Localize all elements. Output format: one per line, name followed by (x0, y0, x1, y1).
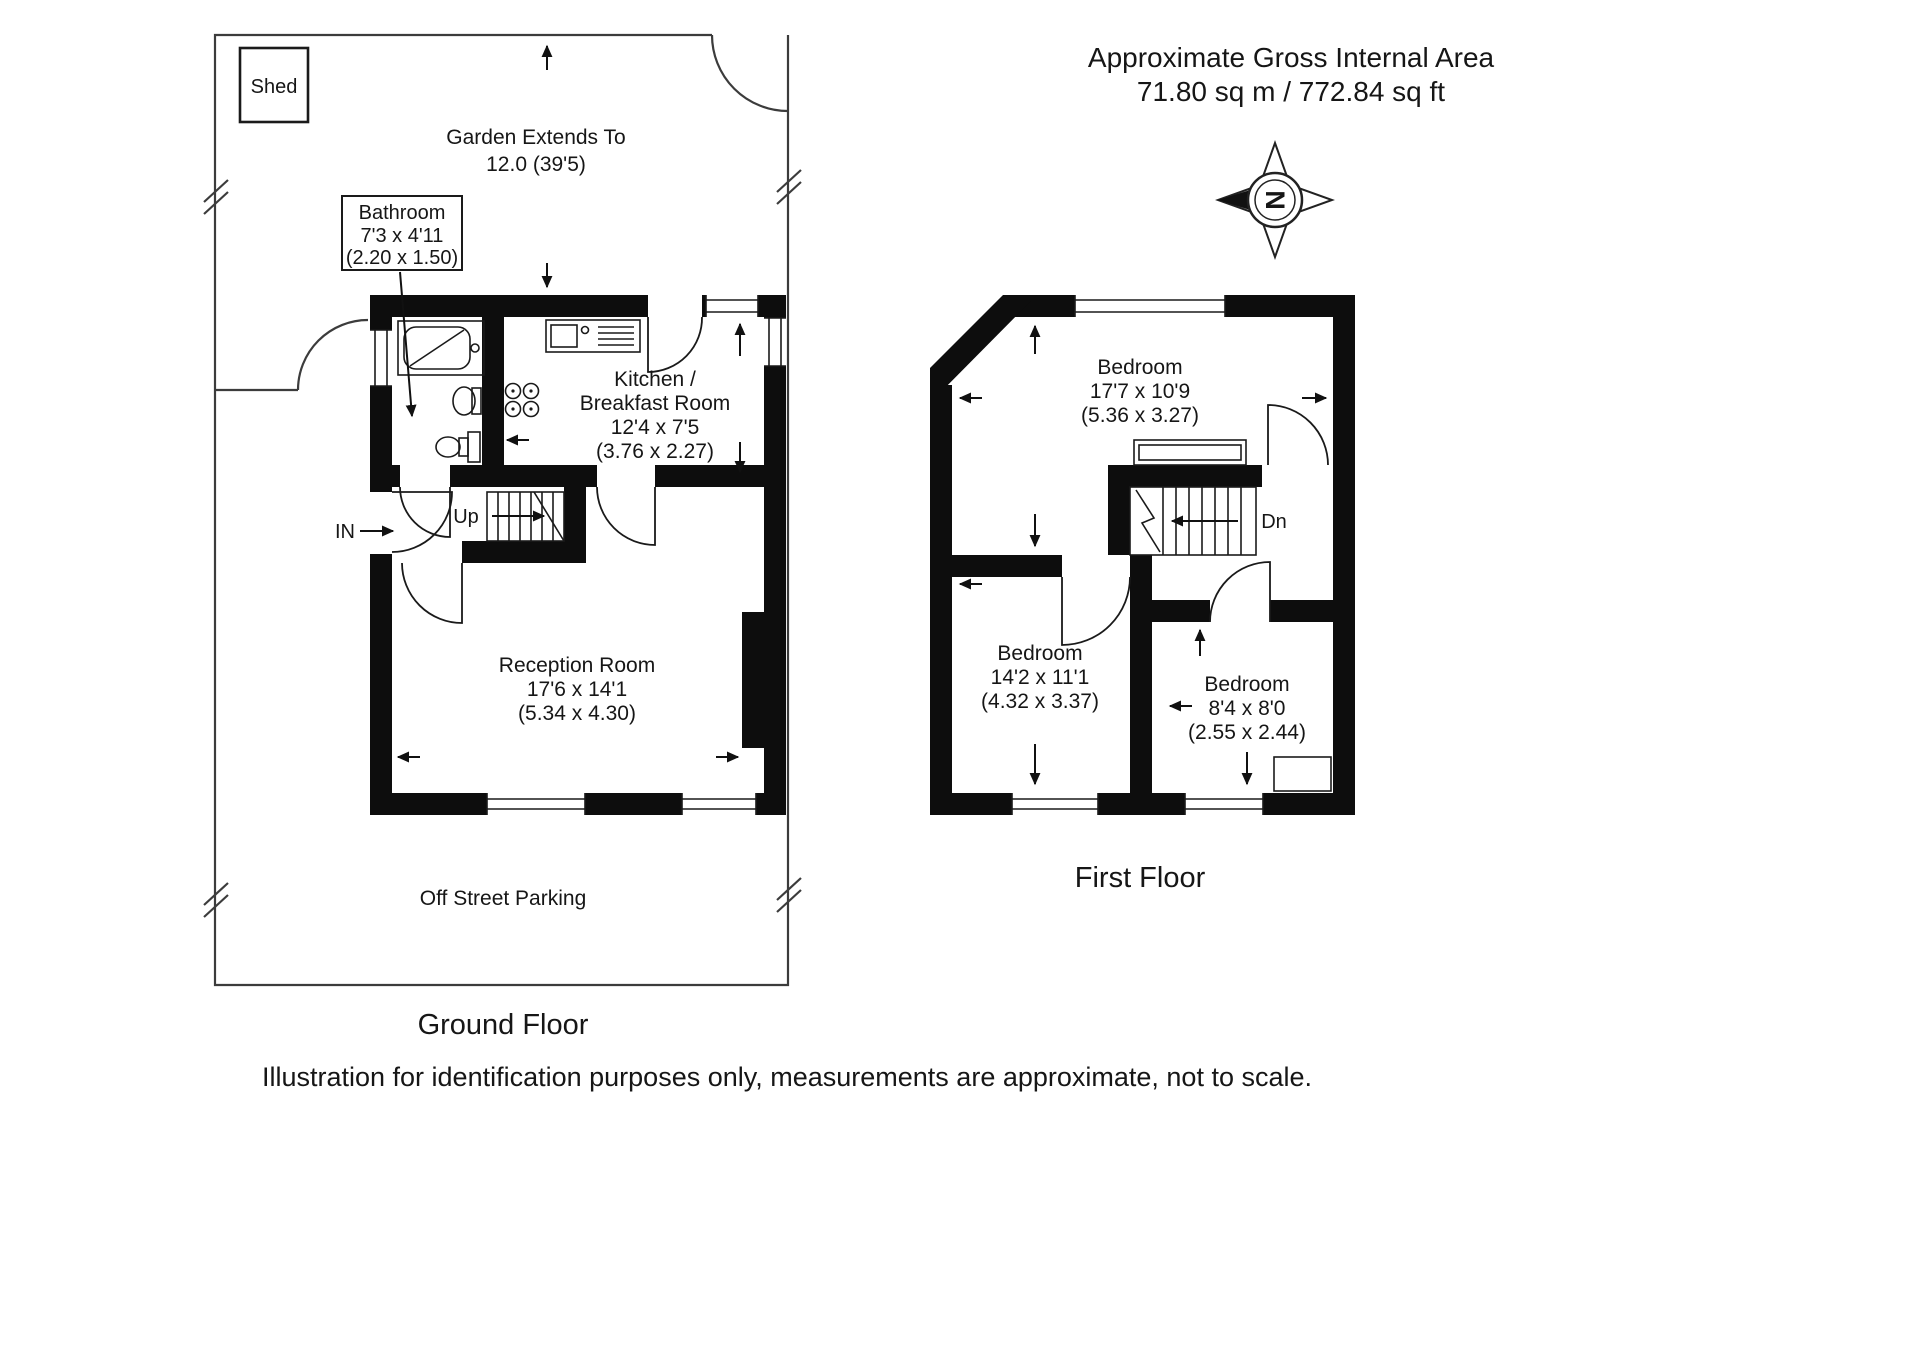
bedroom-back-name: Bedroom (997, 642, 1082, 665)
toilet-icon (435, 431, 481, 463)
gross-internal-area: Approximate Gross Internal Area 71.80 sq… (1088, 42, 1495, 107)
first-floor-dimension-arrows (958, 324, 1328, 786)
basin-icon (452, 386, 482, 416)
cupboard (1273, 756, 1332, 792)
kitchen-label-name1: Kitchen / (614, 368, 696, 391)
garden-label-line1: Garden Extends To (446, 126, 625, 149)
reception-door-arc (401, 562, 463, 624)
chamfer-wall (930, 295, 1037, 403)
bathroom-door-arc (399, 486, 451, 538)
driveway-gate-arc (710, 34, 789, 113)
bath-icon (397, 320, 485, 376)
kitchen-window (705, 295, 759, 317)
stairs-down-label: Dn (1261, 511, 1287, 533)
hob-icon (504, 382, 540, 418)
ground-floor-plan: Shed Garden Extends To 12.0 (39'5) (203, 33, 802, 1041)
ground-dimension-arrows (396, 322, 746, 763)
stairs-down: Dn (1129, 486, 1287, 556)
area-value: 71.80 sq m / 772.84 sq ft (1137, 76, 1445, 107)
entrance-label: IN (335, 521, 355, 543)
bedroom-back-metric: (4.32 x 3.37) (981, 690, 1099, 713)
kitchen-door-arc (596, 486, 656, 546)
reception-label-name: Reception Room (499, 654, 655, 677)
bedroom-front-metric: (5.36 x 3.27) (1081, 404, 1199, 427)
side-window (764, 317, 786, 367)
stairs-up: Up (453, 491, 565, 542)
chimney-breast (742, 612, 764, 748)
side-gate-arc (296, 318, 369, 391)
front-door-arc (391, 491, 453, 553)
bathroom-label-name: Bathroom (359, 202, 446, 224)
first-floor-plan: Dn Bedroom 17'7 x 10'9 (5.36 x 3.27) Bed… (930, 295, 1355, 894)
bedroom-small-door-arc (1209, 561, 1271, 623)
shed: Shed (238, 46, 310, 124)
bedroom-back-imperial: 14'2 x 11'1 (991, 666, 1090, 689)
bathroom-label-imperial: 7'3 x 4'11 (361, 225, 444, 247)
compass-icon: N (1215, 140, 1335, 260)
disclaimer-text: Illustration for identification purposes… (262, 1062, 1312, 1092)
front-door-opening (370, 492, 392, 554)
entrance-marker: IN (335, 521, 395, 543)
bedroom-front-imperial: 17'7 x 10'9 (1090, 380, 1190, 403)
compass-north-label: N (1261, 190, 1291, 210)
bedroom-back-door-arc (1061, 576, 1131, 646)
ground-floor-walls (370, 295, 786, 815)
stairs-break-line (1135, 489, 1161, 553)
wardrobe (1133, 439, 1247, 466)
bedroom-back-window (1011, 793, 1099, 815)
bedroom-small-metric: (2.55 x 2.44) (1188, 721, 1306, 744)
bedroom-small-name: Bedroom (1204, 673, 1289, 696)
area-title: Approximate Gross Internal Area (1088, 42, 1495, 73)
bedroom-front-name: Bedroom (1097, 356, 1182, 379)
kitchen-sink-icon (545, 319, 641, 353)
bedroom-small-imperial: 8'4 x 8'0 (1209, 697, 1286, 720)
bedroom-front-door-arc (1267, 404, 1329, 466)
ground-floor-caption: Ground Floor (418, 1009, 589, 1041)
reception-label-imperial: 17'6 x 14'1 (527, 678, 627, 701)
first-floor-caption: First Floor (1075, 862, 1206, 894)
bathroom-window (370, 329, 392, 387)
reception-window-left (486, 793, 586, 815)
back-door-arc (647, 316, 703, 373)
bathroom-label-metric: (2.20 x 1.50) (346, 247, 458, 269)
kitchen-label-name2: Breakfast Room (580, 392, 731, 415)
garden-label-line2: 12.0 (39'5) (486, 153, 586, 176)
shed-label: Shed (251, 76, 298, 98)
reception-label-metric: (5.34 x 4.30) (518, 702, 636, 725)
parking-label: Off Street Parking (420, 887, 587, 910)
bedroom-front-window (1074, 295, 1226, 317)
boundary-break-marks (203, 169, 802, 918)
bathroom-callout: Bathroom 7'3 x 4'11 (2.20 x 1.50) (341, 195, 463, 418)
bedroom-small-window (1184, 793, 1264, 815)
kitchen-label-imperial: 12'4 x 7'5 (611, 416, 700, 439)
back-door-opening (648, 295, 702, 317)
plot-boundary (203, 33, 802, 987)
bathroom-callout-arrow (399, 271, 417, 418)
kitchen-label-metric: (3.76 x 2.27) (596, 440, 714, 463)
reception-window-right (681, 793, 757, 815)
stairs-up-label: Up (453, 506, 479, 528)
